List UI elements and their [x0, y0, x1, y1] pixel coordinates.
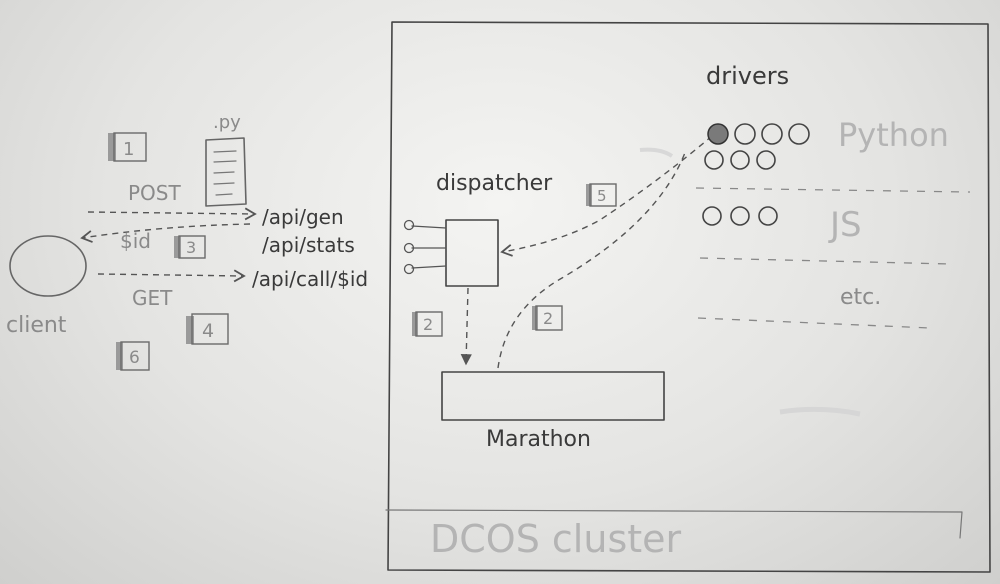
py-file-icon: .py: [205, 112, 247, 207]
endpoint-gen: /api/gen: [262, 205, 344, 229]
driver-group-divider: [697, 317, 931, 329]
id-response-arrow: [80, 223, 251, 243]
post-request-arrow: [87, 207, 257, 221]
svg-text:5: 5: [597, 187, 607, 205]
driver-group-python-label: Python: [838, 116, 949, 154]
svg-text:3: 3: [186, 238, 196, 257]
step-1-badge: 1: [108, 132, 147, 162]
driver-instance-icon: [704, 150, 724, 170]
endpoint-stats: /api/stats: [262, 233, 355, 257]
driver-instance-icon: [756, 150, 776, 170]
svg-text:2: 2: [543, 309, 553, 328]
marathon-label: Marathon: [486, 427, 591, 452]
step-5-badge: 5: [586, 183, 617, 207]
marathon-node: Marathon: [441, 371, 665, 452]
post-label: POST: [128, 181, 181, 205]
step-6-badge: 6: [116, 341, 150, 371]
eraser-smudge: [639, 147, 674, 158]
svg-text:4: 4: [202, 320, 214, 342]
driver-instance-icon: [702, 206, 722, 226]
step-2-badge-a: 2: [412, 311, 443, 337]
svg-text:6: 6: [129, 348, 140, 368]
dispatcher-label: dispatcher: [436, 171, 553, 196]
driver-group-js-label: JS: [828, 205, 862, 245]
driver-instance-icon: [788, 123, 810, 145]
step-3-badge: 3: [174, 235, 206, 259]
driver-group-divider: [699, 257, 951, 265]
svg-text:2: 2: [423, 315, 433, 334]
dispatcher-to-marathon-arrow: [460, 287, 472, 366]
dispatcher-node: dispatcher: [403, 171, 553, 287]
client-label: client: [6, 313, 67, 338]
dcos-cluster-frame: DCOS cluster: [385, 21, 991, 573]
driver-group-divider: [695, 187, 971, 193]
id-label: $id: [120, 229, 151, 253]
driver-instance-icon: [761, 123, 783, 145]
active-driver-icon: [707, 123, 729, 145]
endpoint-call: /api/call/$id: [252, 267, 368, 291]
get-label: GET: [132, 286, 173, 310]
py-file-label: .py: [213, 112, 241, 133]
driver-instance-icon: [758, 206, 778, 226]
driver-instance-icon: [730, 150, 750, 170]
svg-text:1: 1: [123, 139, 134, 160]
marathon-to-driver-curve: [497, 149, 687, 369]
driver-instance-icon: [730, 206, 750, 226]
drivers-title: drivers: [706, 62, 789, 90]
cluster-label: DCOS cluster: [430, 517, 682, 561]
driver-group-etc-label: etc.: [840, 285, 881, 310]
step-2-badge-b: 2: [532, 305, 563, 331]
drivers-panel: drivers Python JS etc.: [695, 62, 971, 329]
eraser-smudge: [779, 406, 861, 417]
client-node: client: [6, 235, 87, 338]
get-request-arrow: [97, 269, 246, 283]
step-4-badge: 4: [186, 313, 229, 345]
driver-instance-icon: [734, 123, 756, 145]
